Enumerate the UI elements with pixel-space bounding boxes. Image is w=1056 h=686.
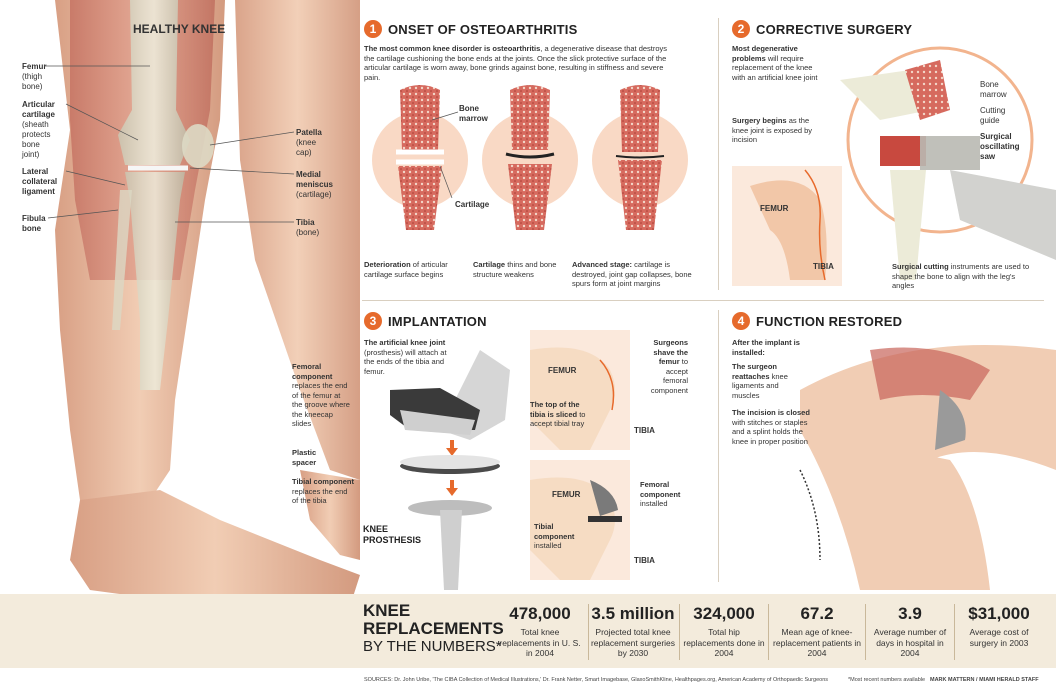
s4-closed: The incision is closed with stitches or … [732, 408, 810, 446]
stat-separator [954, 604, 955, 660]
s2-cutting-caption: Surgical cutting instruments are used to… [892, 262, 1030, 290]
stat-separator [768, 604, 769, 660]
numbers-footnote: *Most recent numbers available [848, 677, 926, 683]
s4-after: After the implant is installed: [732, 338, 800, 357]
stat-separator [588, 604, 589, 660]
sources-footnote: SOURCES: Dr. John Uribe, 'The CIBA Colle… [364, 677, 829, 683]
s2-cutting-guide-label: Cutting guide [980, 106, 1006, 125]
s2-intro: Most degenerative problems will require … [732, 44, 818, 82]
s3-shave-caption: Surgeons shave the femur to accept femor… [650, 338, 688, 395]
s1-caption-1: Deterioration of articular cartilage sur… [364, 260, 448, 279]
s2-bone-marrow-label: Bone marrow [980, 80, 1007, 99]
stat-separator [865, 604, 866, 660]
s1-bone-marrow-label: Bone marrow [459, 104, 488, 123]
implant-steps-illustration [530, 330, 630, 580]
s3-femoral-component: Femoral component replaces the end of th… [292, 362, 350, 428]
s3-femur-label-2: FEMUR [552, 490, 581, 499]
s3-femoral-installed: Femoral component installed [640, 480, 681, 508]
divider-vertical [718, 18, 719, 290]
section-1-intro: The most common knee disorder is osteoar… [364, 44, 668, 82]
credit-line: MARK MATTERN / MIAMI HERALD STAFF [930, 677, 1039, 683]
s3-tibial-installed: Tibial component installed [534, 522, 575, 550]
numbers-band [0, 594, 1056, 668]
left-leader-lines [44, 65, 295, 223]
healthy-knee-title: HEALTHY KNEE [133, 22, 226, 36]
s1-caption-2: Cartilage thins and bone structure weake… [473, 260, 557, 279]
s3-femur-label-1: FEMUR [548, 366, 577, 375]
s2-femur-label: FEMUR [760, 204, 789, 213]
divider-horizontal [362, 300, 1044, 301]
surgery-illustration [732, 46, 1056, 286]
step-number-4: 4 [732, 312, 750, 330]
s1-cartilage-label: Cartilage [455, 200, 490, 209]
s3-prosthesis-label: KNEE PROSTHESIS [363, 524, 422, 545]
s3-tibia-label-2: TIBIA [634, 556, 655, 565]
s3-top-tibia-caption: The top of the tibia is sliced to accept… [530, 400, 586, 428]
s2-saw-label: Surgical oscillating saw [980, 132, 1020, 161]
section-2-title: 2 CORRECTIVE SURGERY [732, 20, 912, 38]
s3-tibial-component: Tibial component replaces the end of the… [292, 477, 354, 505]
step-number-3: 3 [364, 312, 382, 330]
s2-tibia-label: TIBIA [813, 262, 834, 271]
prosthesis-illustration [390, 350, 510, 590]
divider-vertical-lower [718, 310, 719, 582]
stat-separator [679, 604, 680, 660]
label-tibia: Tibia(bone) [296, 218, 320, 237]
s2-begins: Surgery begins as the knee joint is expo… [732, 116, 813, 144]
section-4-title: 4 FUNCTION RESTORED [732, 312, 902, 330]
s3-plastic-spacer: Plastic spacer [292, 448, 317, 467]
section-3-title: 3 IMPLANTATION [364, 312, 487, 330]
s1-caption-3: Advanced stage: cartilage is destroyed, … [572, 260, 692, 288]
restored-knee-illustration [799, 345, 1056, 590]
s3-tibia-label-1: TIBIA [634, 426, 655, 435]
step-number-2: 2 [732, 20, 750, 38]
section-1-title: 1 ONSET OF OSTEOARTHRITIS [364, 20, 578, 38]
healthy-knee-illustration [55, 0, 360, 602]
step-number-1: 1 [364, 20, 382, 38]
numbers-title: KNEE REPLACEMENTS BY THE NUMBERS* [363, 601, 504, 656]
s4-reattach: The surgeon reattaches knee ligaments an… [732, 362, 788, 400]
osteoarthritis-stages-illustration [372, 85, 688, 230]
s3-intro: The artificial knee joint (prosthesis) w… [364, 338, 447, 376]
